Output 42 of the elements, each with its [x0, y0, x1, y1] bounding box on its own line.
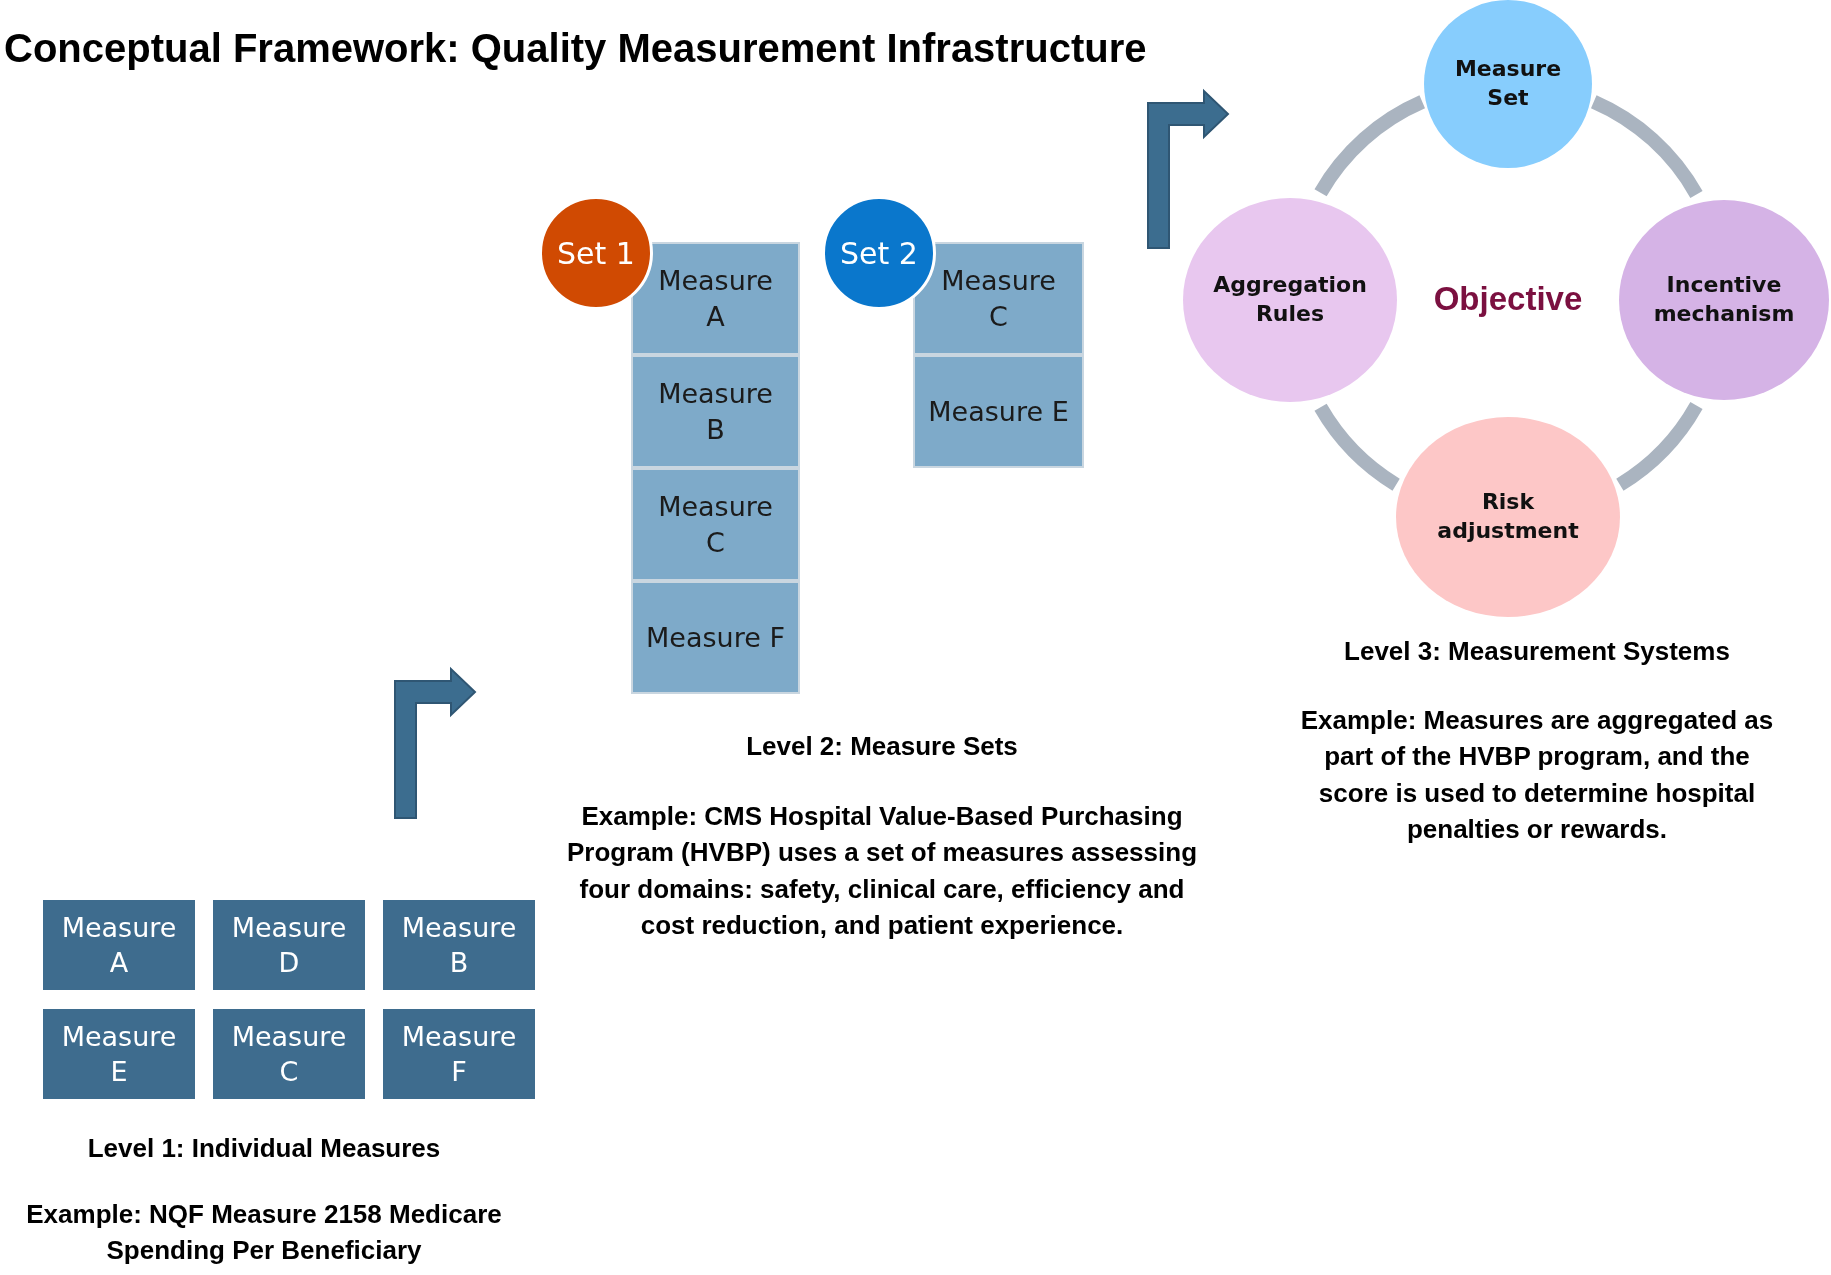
measure-box — [213, 1009, 365, 1099]
node-label: Measure B — [400, 910, 518, 980]
measure-box — [913, 355, 1084, 468]
level-heading: Level 3: Measurement Systems — [1343, 635, 1731, 668]
connector-arc — [1314, 403, 1401, 491]
node-label: Risk adjustment — [1436, 488, 1580, 545]
connector-arc — [1314, 95, 1426, 197]
node-label: Set 1 — [557, 234, 635, 273]
node-label: Aggregation Rules — [1212, 271, 1368, 328]
node-label: Set 2 — [840, 234, 918, 273]
title: Conceptual Framework: Quality Measurement Infrastructure — [4, 25, 1148, 72]
node-label: Measure A — [60, 910, 178, 980]
example-text: Example: NQF Measure 2158 Medicare Spending Per Beneficiary — [25, 1198, 503, 1268]
node-label: Measure F — [400, 1019, 518, 1089]
node-label: Measure B — [657, 377, 774, 447]
node-label: Measure D — [230, 910, 348, 980]
example-text: Example: CMS Hospital Value-Based Purchasing Program (HVBP) uses a set of measures assessing four domains: safety, clinical care, efficiency and cost reduction, and patient experience. — [565, 800, 1198, 943]
measure-box — [43, 900, 195, 990]
example-text: Example: Measures are aggregated as part of the HVBP program, and the score is used to determine hospital penalties or rewards. — [1299, 704, 1775, 847]
node-label: Measure A — [657, 264, 774, 334]
measure-box — [913, 242, 1084, 355]
connector-arc — [1590, 95, 1703, 199]
level-heading: Level 1: Individual Measures — [86, 1132, 442, 1165]
measure-box — [43, 1009, 195, 1099]
measure-box — [631, 242, 800, 355]
node-label: Measure F — [646, 620, 785, 655]
connector-arc — [1615, 401, 1703, 491]
node-label: Measure C — [940, 264, 1057, 334]
measure-box — [631, 581, 800, 694]
level-heading: Level 2: Measure Sets — [745, 730, 1019, 763]
center-label: Objective — [1432, 279, 1584, 319]
node-label: Measure E — [928, 394, 1069, 429]
measure-box — [383, 1009, 535, 1099]
measure-box — [383, 900, 535, 990]
node-label: Measure Set — [1453, 55, 1563, 112]
measure-box — [213, 900, 365, 990]
node-label: Measure C — [230, 1019, 348, 1089]
node-label: Measure E — [60, 1019, 178, 1089]
measure-box — [631, 468, 800, 581]
node-label: Incentive mechanism — [1652, 271, 1796, 328]
node-label: Measure C — [657, 490, 774, 560]
measure-box — [631, 355, 800, 468]
